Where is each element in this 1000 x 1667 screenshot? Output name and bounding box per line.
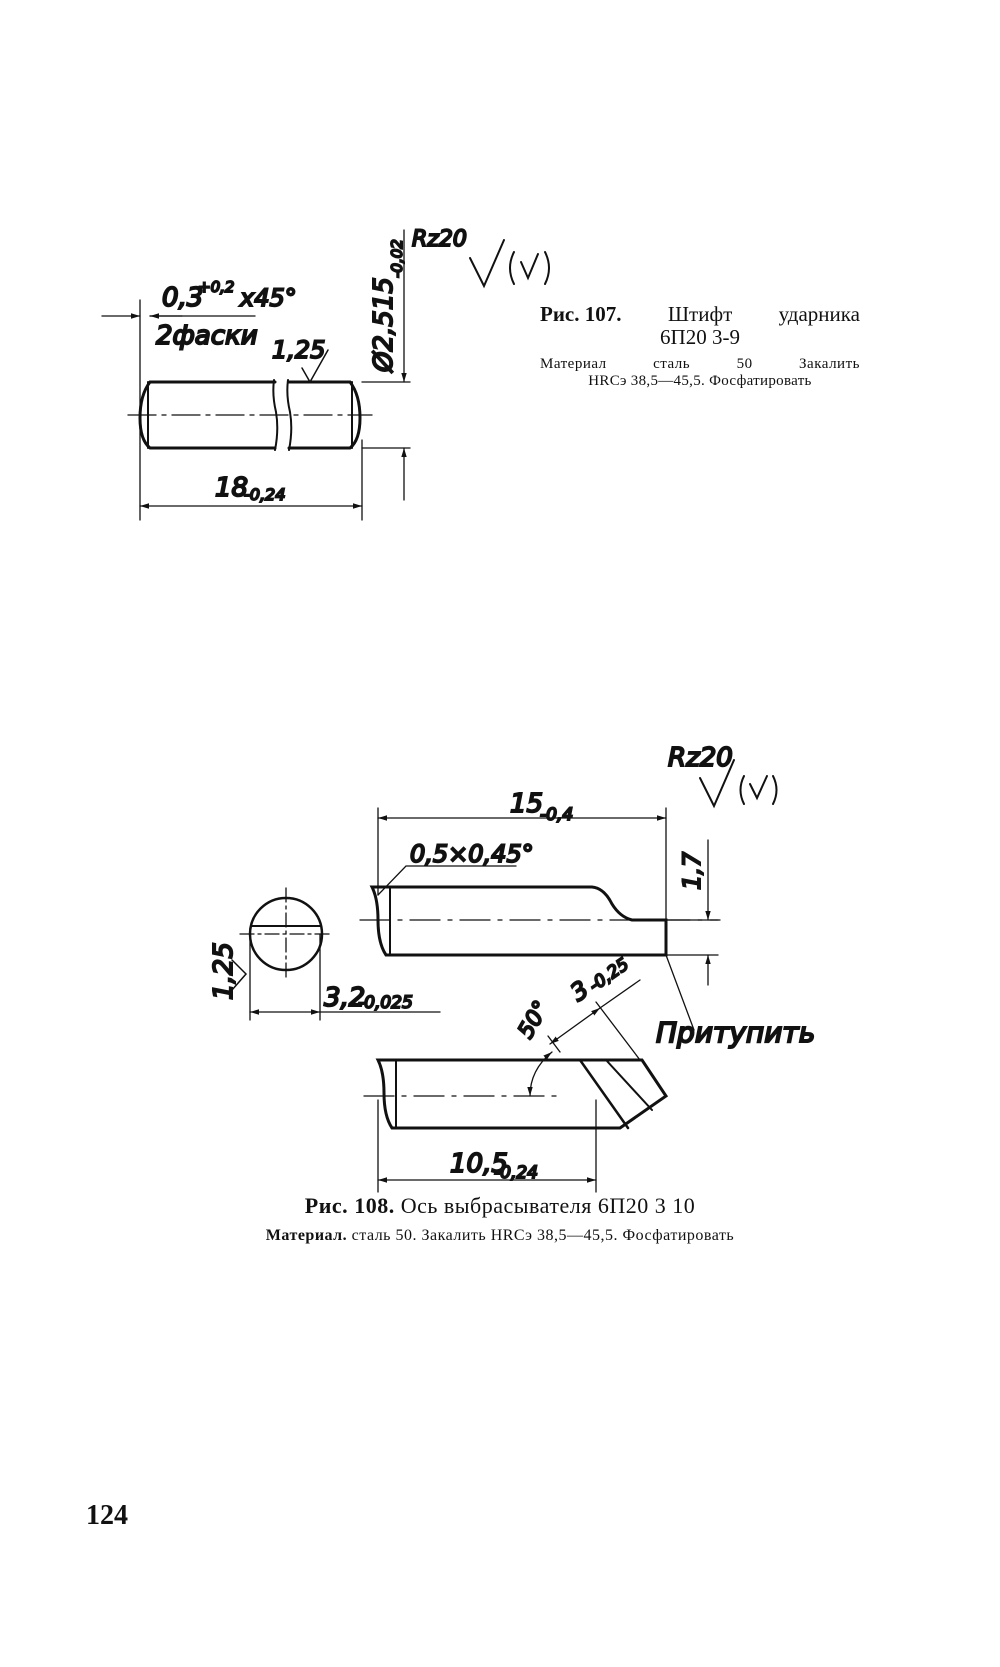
fig107-caption-title-b: ударника	[778, 302, 860, 326]
fig107-break-line-left	[272, 379, 279, 451]
fig108-chamfer-leader	[377, 865, 517, 896]
fig107-caption-title-a: Штифт	[667, 302, 733, 326]
fig107-material-a: Материал	[540, 356, 607, 372]
fig108-caption-label: Рис.	[304, 1193, 349, 1218]
fig107-diameter-tol: -0,02	[388, 239, 406, 278]
fig107-caption-title-line: Рис. 107. Штифт ударника	[540, 302, 860, 327]
fig108-cut-ext-2	[595, 1001, 641, 1061]
fig108-length-value: 15	[510, 789, 543, 819]
fig108-roughness-sign-paren	[739, 775, 778, 805]
fig108-step-value: 1,7	[678, 851, 706, 890]
fig107-chamfer-angle: x45°	[239, 284, 297, 312]
fig107-caption: Рис. 107. Штифт ударника 6П20 3-9 Матери…	[540, 302, 860, 390]
fig107-chamfer-tol: +0,2	[198, 278, 234, 296]
fig108-cut-leader	[599, 979, 641, 1009]
fig108-cut-dim	[549, 1007, 601, 1045]
fig107-caption-label: Рис. 107.	[540, 302, 622, 326]
fig107-diameter-value: Ø2,515	[369, 277, 399, 373]
fig108-drawing	[231, 759, 778, 1193]
fig107-chamfer-note: 2фаски	[156, 321, 258, 351]
fig107-roughness-sign	[469, 239, 505, 289]
fig107-caption-code: 6П20 3-9	[660, 325, 740, 349]
fig108-blunt-leader	[665, 954, 695, 1031]
fig108-angle-arc	[527, 1051, 553, 1097]
fig108-short-length-value: 10,5	[450, 1149, 508, 1179]
fig108-caption-title-line: Рис. 108. Ось выбрасывателя 6П20 3 10	[180, 1193, 820, 1219]
fig108-section-roughness-tick	[231, 959, 248, 991]
fig107-drawing	[101, 229, 550, 521]
fig107-roughness-tick	[301, 349, 329, 384]
page-number: 124	[86, 1500, 128, 1531]
fig108-chamfer: 0,5×0,45°	[410, 840, 534, 868]
fig108-length-tol: -0,4	[540, 805, 573, 825]
fig107-caption-material-line: Материал сталь 50 Закалить	[540, 356, 860, 373]
fig108-axle-bottom-cut	[578, 1058, 630, 1130]
fig108-roughness-sign	[699, 759, 735, 809]
fig107-length-tol: -0,24	[244, 485, 285, 504]
fig107-break-line-right	[286, 379, 293, 451]
fig108-flat-tol: -0,025	[358, 993, 413, 1013]
fig108-caption-material-line: Материал. сталь 50. Закалить HRCэ 38,5—4…	[180, 1227, 820, 1245]
fig108-caption-number: 108.	[354, 1193, 395, 1218]
fig108-short-length-tol: -0,24	[494, 1163, 538, 1183]
fig108-axle-top	[369, 885, 668, 957]
fig108-material-text: сталь 50. Закалить HRCэ 38,5—45,5. Фосфа…	[351, 1227, 735, 1244]
fig107-pin-right	[287, 380, 362, 450]
fig108-axle-bottom-cut-inner	[579, 1059, 653, 1111]
fig107-roughness-sign-paren	[509, 251, 550, 285]
fig108-roughness-general: Rz20	[668, 743, 733, 773]
fig107-material-b: сталь	[653, 356, 691, 372]
fig107-caption-material-line2: HRCэ 38,5—45,5. Фосфатировать	[588, 373, 812, 389]
fig107-roughness-general: Rz20	[412, 227, 467, 252]
fig107-material-c: 50	[736, 356, 753, 372]
fig108-material-label: Материал.	[265, 1227, 348, 1244]
fig108-section-roughness: 1,25	[209, 942, 239, 1000]
fig108-caption-title: Ось выбрасывателя 6П20 3 10	[400, 1193, 696, 1218]
fig107-chamfer-value: 0,3	[162, 283, 203, 313]
fig107-material-d: Закалить	[799, 356, 860, 372]
fig108-flat-value: 3,2	[324, 983, 365, 1013]
fig108-caption: Рис. 108. Ось выбрасывателя 6П20 3 10 Ма…	[180, 1193, 820, 1245]
fig107-length-value: 18	[215, 473, 248, 503]
fig108-axle-bottom	[375, 1058, 669, 1130]
fig108-blunt-note: Притупить	[656, 1016, 815, 1049]
fig107-roughness-local: 1,25	[272, 336, 325, 364]
